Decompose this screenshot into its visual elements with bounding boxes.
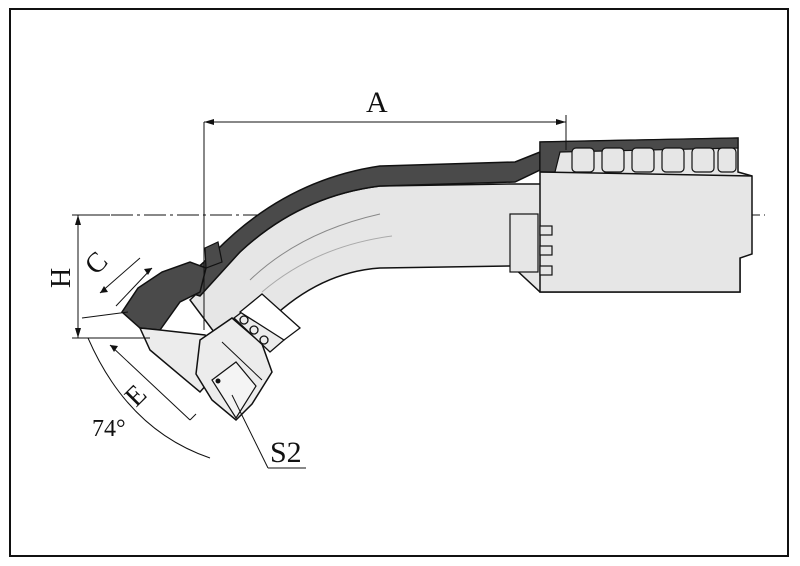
bend-highlight-1 (249, 213, 381, 281)
dimension-arrows (75, 119, 566, 352)
fitting-body (173, 137, 753, 358)
hex-nut-dot (215, 378, 221, 384)
flange-section (121, 261, 207, 331)
dimension-label-a: A (366, 86, 388, 119)
dimension-lines (72, 115, 567, 469)
ferrule-inner-line (539, 171, 753, 177)
dimension-label-c: C (79, 246, 114, 281)
hex-nut-edge (221, 341, 263, 381)
drawing-frame (9, 8, 789, 557)
ferrule-shell (539, 137, 753, 293)
hex-nut-face (211, 361, 257, 420)
ferrule-teeth (571, 147, 737, 173)
flange-lip (204, 241, 223, 269)
dimension-label-s2: S2 (270, 436, 302, 469)
dimension-label-e: E (119, 379, 153, 413)
bend-highlight-2 (261, 235, 393, 293)
dimension-label-angle: 74° (92, 416, 126, 442)
dimension-label-h: H (46, 268, 77, 288)
insert-collar (509, 213, 553, 276)
swivel-head (121, 241, 302, 422)
retaining-rings (232, 293, 302, 353)
